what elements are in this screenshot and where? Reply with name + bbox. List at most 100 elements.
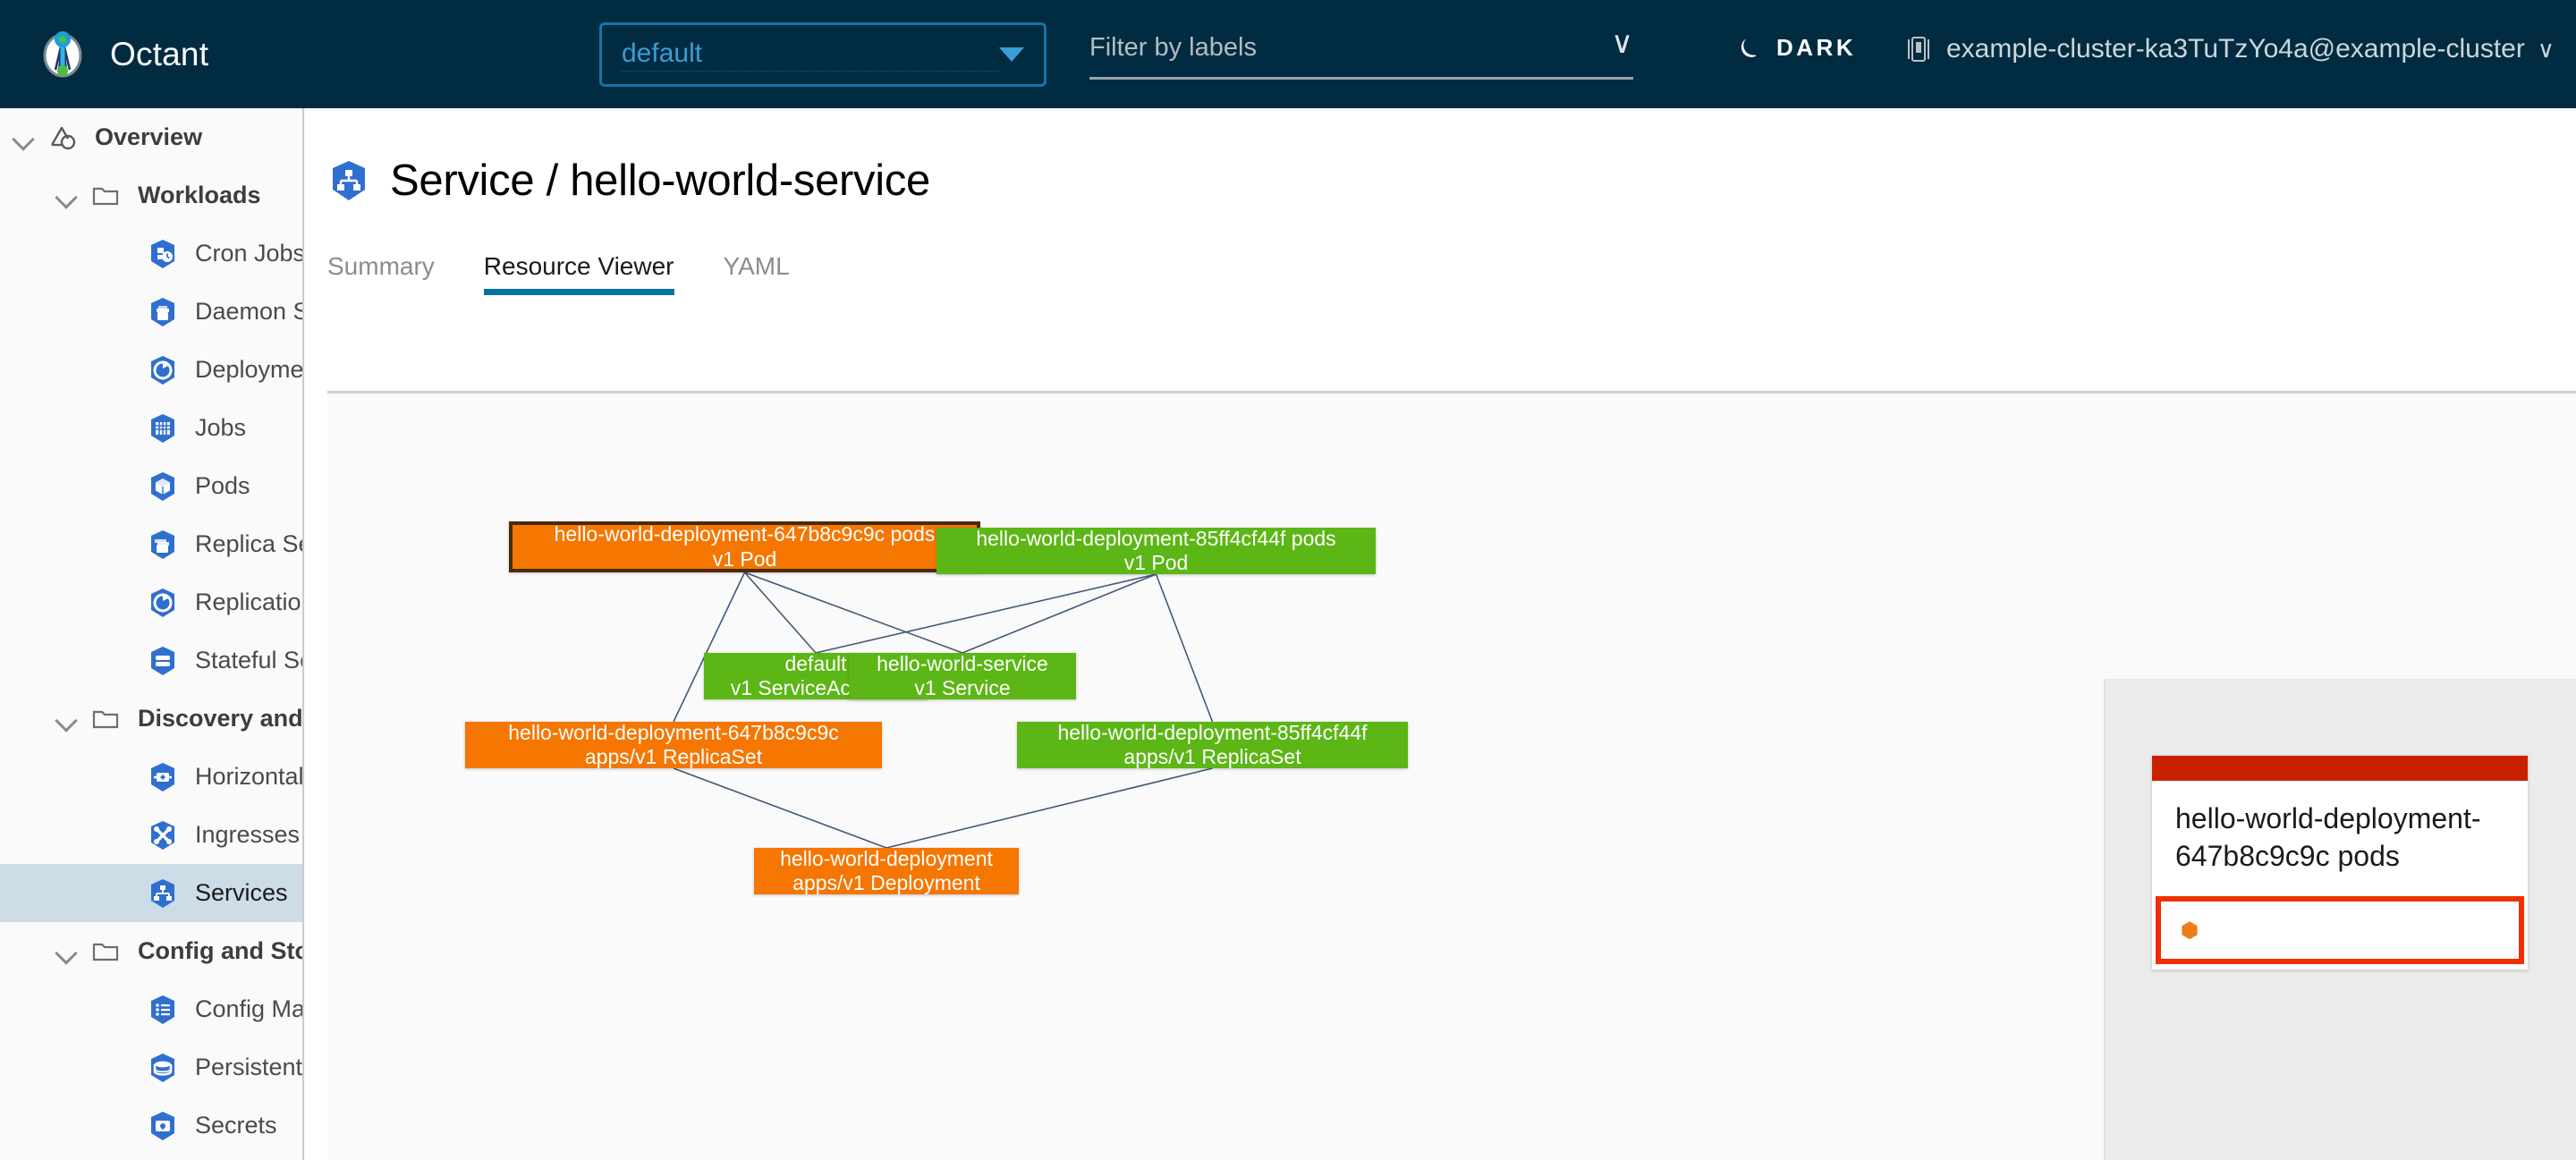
- sidebar-item-label: Stateful Sets: [195, 647, 302, 673]
- detail-card-status-bar: [2152, 756, 2528, 781]
- stateful-set-icon: [147, 645, 179, 677]
- tab-yaml[interactable]: YAML: [723, 252, 790, 280]
- sidebar-item-replication-controllers[interactable]: Replication Controllers: [0, 573, 302, 631]
- sidebar-item-label: Discovery and Load Balancing: [138, 705, 303, 732]
- sidebar-item-stateful-sets[interactable]: Stateful Sets: [0, 631, 302, 690]
- chevron-down-icon[interactable]: ∨: [1611, 26, 1633, 60]
- namespace-select[interactable]: default: [599, 22, 1046, 87]
- sidebar-item-discovery-and-load-balancing[interactable]: Discovery and Load Balancing: [0, 690, 302, 748]
- brand[interactable]: Octant: [38, 30, 208, 80]
- folder-icon: [89, 180, 122, 212]
- page-title-row: Service / hello-world-service: [327, 156, 2576, 206]
- sidebar-item-label: Ingresses: [195, 821, 301, 848]
- sidebar-item-label: Deployments: [195, 356, 304, 383]
- graph-node-name: default: [784, 651, 847, 675]
- sidebar-item-daemon-sets[interactable]: Daemon Sets: [0, 283, 302, 341]
- graph-node-kind: v1 Pod: [712, 546, 777, 571]
- chevron-down-icon[interactable]: [55, 184, 79, 207]
- graph-node-kind: v1 Service: [914, 676, 1011, 699]
- graph-node-kind: apps/v1 Deployment: [792, 871, 980, 894]
- sidebar-item-label: Persistent Volume Claims: [195, 1054, 303, 1080]
- sidebar-item-label: Config and Storage: [138, 937, 302, 964]
- theme-toggle-label: DARK: [1776, 34, 1857, 61]
- sidebar-item-label: Replication Controllers: [195, 588, 304, 615]
- label-filter-input[interactable]: Filter by labels ∨: [1089, 26, 1633, 80]
- label-filter-placeholder: Filter by labels: [1089, 33, 1257, 62]
- graph-node-name: hello-world-deployment-85ff4cf44f: [1057, 720, 1368, 744]
- graph-node-name: hello-world-service: [877, 651, 1048, 675]
- status-warning-dot-icon: [2182, 921, 2198, 940]
- deployment-icon: [147, 354, 179, 386]
- resource-graph-edges: [673, 572, 1214, 849]
- chevron-down-icon[interactable]: [55, 940, 79, 963]
- namespace-value: default: [622, 38, 999, 72]
- graph-node-kind: apps/v1 ReplicaSet: [584, 745, 763, 768]
- sidebar-item-label: Secrets: [195, 1112, 277, 1139]
- detail-status-box[interactable]: [2156, 896, 2524, 965]
- caret-down-icon: [999, 47, 1024, 62]
- graph-node-kind: v1 Pod: [1123, 551, 1189, 574]
- sidebar-item-deployments[interactable]: Deployments: [0, 341, 302, 399]
- sidebar-item-jobs[interactable]: Jobs: [0, 399, 302, 457]
- sidebar-item-pods[interactable]: Pods: [0, 457, 302, 515]
- sidebar-item-ingresses[interactable]: Ingresses: [0, 806, 302, 864]
- sidebar-item-config-maps[interactable]: Config Maps: [0, 980, 302, 1038]
- replica-set-icon: [147, 529, 179, 561]
- main-content: Service / hello-world-service Summary Res…: [306, 108, 2576, 1160]
- cluster-name: example-cluster-ka3TuTzYo4a@example-clus…: [1946, 34, 2525, 64]
- sidebar-item-label: Services: [195, 879, 288, 906]
- chevron-down-icon[interactable]: [13, 126, 36, 149]
- sidebar-item-overview[interactable]: Overview: [0, 108, 302, 166]
- octant-logo-icon: [38, 30, 88, 80]
- sidebar-item-secrets[interactable]: Secrets: [0, 1096, 302, 1155]
- replication-controller-icon: [147, 587, 179, 619]
- tab-resource-viewer[interactable]: Resource Viewer: [483, 252, 674, 295]
- sidebar-item-cron-jobs[interactable]: Cron Jobs: [0, 224, 302, 283]
- ingress-icon: [147, 819, 179, 851]
- page-title: Service / hello-world-service: [390, 157, 930, 205]
- service-icon: [327, 159, 370, 202]
- detail-card[interactable]: hello-world-deployment-647b8c9c9c pods: [2152, 756, 2528, 970]
- graph-node-name: hello-world-deployment-647b8c9c9c pods: [554, 522, 936, 546]
- tab-bar-divider: [327, 391, 2576, 394]
- sidebar-item-replica-sets[interactable]: Replica Sets: [0, 515, 302, 573]
- pvc-icon: [147, 1052, 179, 1084]
- sidebar-item-label: Jobs: [195, 414, 247, 441]
- sidebar-item-persistent-volume-claims[interactable]: Persistent Volume Claims: [0, 1038, 302, 1096]
- cluster-select[interactable]: example-cluster-ka3TuTzYo4a@example-clus…: [1905, 34, 2555, 64]
- sidebar-item-horizontal-pod-autoscalers[interactable]: Horizontal Pod Autoscalers: [0, 748, 302, 806]
- brand-title: Octant: [110, 35, 209, 72]
- daemon-set-icon: [147, 296, 179, 328]
- overview-icon: [47, 122, 79, 154]
- sidebar-item-services[interactable]: Services: [0, 864, 302, 922]
- tab-bar[interactable]: Summary Resource Viewer YAML: [327, 241, 2576, 295]
- tab-summary[interactable]: Summary: [327, 252, 435, 280]
- hpa-icon: [147, 761, 179, 793]
- config-map-icon: [147, 994, 179, 1026]
- sidebar-item-label: Workloads: [138, 182, 261, 208]
- detail-panel: hello-world-deployment-647b8c9c9c pods: [2104, 679, 2576, 1160]
- chevron-down-icon[interactable]: [55, 707, 79, 731]
- cron-job-icon: [147, 238, 179, 270]
- graph-node-kind: apps/v1 ReplicaSet: [1123, 745, 1301, 768]
- chevron-down-icon: ∨: [2537, 35, 2555, 63]
- sidebar-item-label: Daemon Sets: [195, 298, 302, 325]
- graph-node-name: hello-world-deployment-647b8c9c9c: [508, 720, 839, 744]
- job-icon: [147, 412, 179, 445]
- folder-icon: [89, 936, 122, 968]
- theme-toggle-button[interactable]: DARK: [1735, 34, 1856, 62]
- service-icon: [147, 877, 179, 910]
- folder-icon: [89, 703, 122, 735]
- detail-card-title: hello-world-deployment-647b8c9c9c pods: [2175, 802, 2481, 872]
- sidebar-item-config-and-storage[interactable]: Config and Storage: [0, 922, 302, 980]
- sidebar-item-workloads[interactable]: Workloads: [0, 166, 302, 224]
